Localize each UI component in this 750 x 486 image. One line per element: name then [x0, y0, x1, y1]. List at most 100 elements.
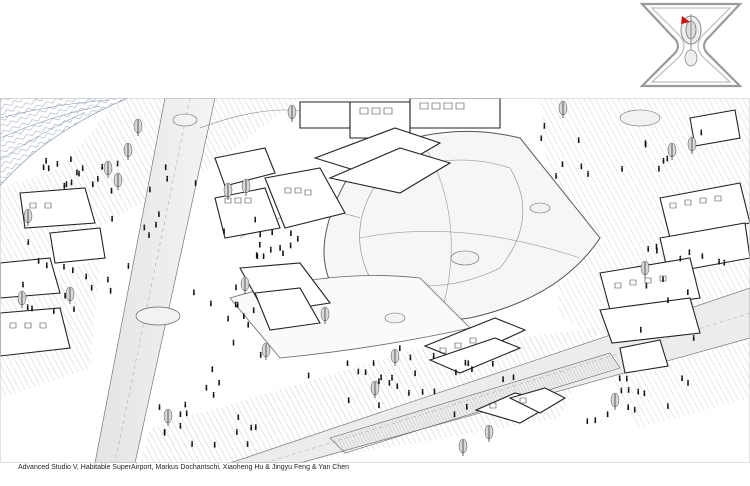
person-figure [191, 440, 194, 447]
person-figure [467, 360, 470, 367]
person-figure [491, 360, 494, 367]
person-figure [586, 418, 589, 424]
person-figure [512, 374, 515, 380]
person-figure [45, 157, 47, 164]
person-figure [166, 175, 169, 182]
person-figure [234, 301, 237, 308]
person-figure [96, 175, 99, 182]
person-figure [155, 221, 157, 228]
person-figure [577, 137, 580, 143]
person-figure [91, 181, 94, 188]
person-figure [290, 230, 292, 236]
tree-icon [390, 348, 400, 366]
person-figure [644, 141, 647, 148]
tree-icon [17, 290, 27, 308]
person-figure [185, 410, 188, 417]
person-figure [27, 239, 30, 245]
person-figure [679, 255, 682, 262]
tree-icon [65, 286, 75, 304]
person-figure [107, 276, 109, 283]
person-figure [210, 300, 212, 307]
person-figure [686, 289, 689, 295]
person-figure [621, 165, 623, 172]
tree-icon [163, 408, 173, 426]
person-figure [561, 161, 564, 167]
person-figure [143, 224, 146, 231]
person-figure [26, 304, 29, 310]
person-figure [587, 171, 589, 177]
person-figure [414, 370, 416, 377]
person-figure [269, 246, 272, 253]
person-figure [22, 281, 24, 288]
person-figure [409, 354, 412, 361]
person-figure [279, 244, 281, 251]
person-figure [56, 160, 59, 167]
person-figure [666, 155, 669, 162]
hourglass-emblem-icon [639, 2, 743, 88]
person-figure [662, 276, 664, 282]
person-figure [148, 232, 150, 238]
person-figure [378, 378, 380, 385]
person-figure [127, 263, 130, 269]
person-figure [232, 339, 235, 346]
person-figure [212, 391, 215, 398]
person-figure [723, 259, 726, 266]
tree-icon [103, 160, 113, 178]
person-figure [193, 289, 195, 296]
person-figure [81, 165, 84, 171]
person-figure [658, 165, 660, 172]
person-figure [643, 390, 646, 397]
person-figure [109, 287, 112, 294]
tree-icon [241, 178, 251, 196]
person-figure [346, 360, 349, 366]
person-figure [254, 424, 257, 430]
person-figure [347, 397, 350, 404]
tree-icon [370, 380, 380, 398]
person-figure [237, 414, 240, 420]
person-figure [471, 366, 473, 373]
person-figure [296, 235, 299, 242]
person-figure [47, 165, 50, 172]
person-figure [692, 335, 695, 341]
person-figure [194, 180, 197, 186]
person-figure [256, 253, 259, 259]
person-figure [158, 211, 160, 217]
person-figure [388, 379, 391, 386]
person-figure [63, 182, 66, 189]
tree-icon [667, 142, 677, 160]
tree-icon [223, 182, 233, 200]
trees [17, 100, 697, 456]
tree-icon [558, 100, 568, 118]
person-figure [236, 429, 238, 435]
person-figure [606, 411, 609, 418]
person-figure [687, 379, 689, 386]
person-figure [37, 257, 40, 264]
person-figure [718, 258, 720, 265]
person-figure [667, 297, 669, 304]
person-figure [396, 383, 399, 389]
person-figure [655, 243, 658, 250]
person-figure [372, 360, 375, 366]
person-figure [205, 384, 208, 391]
person-figure [110, 187, 113, 194]
person-figure [633, 406, 636, 413]
person-figure [163, 429, 166, 435]
person-figure [179, 411, 182, 417]
tree-icon [240, 276, 250, 294]
person-figure [625, 375, 628, 382]
person-figure [252, 307, 255, 314]
person-figure [620, 387, 623, 394]
person-figure [73, 306, 75, 312]
person-figure [223, 228, 226, 235]
person-figure [662, 157, 665, 164]
person-figure [101, 163, 104, 170]
tree-icon [458, 438, 468, 456]
person-figure [64, 292, 66, 299]
person-figure [149, 186, 151, 193]
person-figure [307, 372, 310, 379]
person-figure [639, 326, 642, 333]
person-figure [70, 179, 73, 186]
person-figure [262, 253, 265, 259]
tree-icon [287, 104, 297, 122]
person-figure [254, 216, 257, 223]
